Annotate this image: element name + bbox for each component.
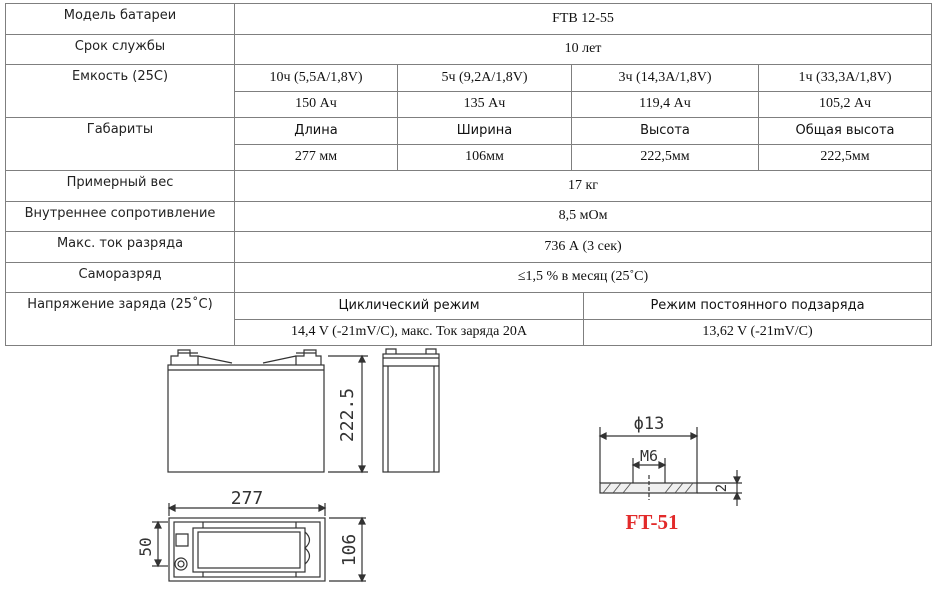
dimension-header: Ширина <box>397 117 572 145</box>
row-dimension-values: 277 мм 106мм 222,5мм 222,5мм <box>6 143 933 171</box>
resistance-value: 8,5 мОм <box>233 200 933 232</box>
length-dimension-label: 277 <box>231 488 264 509</box>
charge-value: 14,4 V (-21mV/C), макс. Ток заряда 20А <box>234 318 584 346</box>
dimension-header: Длина <box>234 117 398 145</box>
capacity-value: 105,2 Ач <box>757 90 933 118</box>
spec-table: Модель батареи FTB 12-55 Срок службы 10 … <box>5 3 933 346</box>
dimensions-label: Габариты <box>5 117 235 171</box>
row-resistance: Внутреннее сопротивление 8,5 мОм <box>5 200 933 232</box>
capacity-value: 135 Ач <box>397 90 572 118</box>
height-dimension-label: 222.5 <box>337 388 358 442</box>
terminal-detail <box>598 427 742 506</box>
self-discharge-value: ≤1,5 % в месяц (25˚С) <box>233 261 933 293</box>
row-charge-values: 14,4 V (-21mV/C), макс. Ток заряда 20А 1… <box>6 318 933 346</box>
row-dimension-headers: Габариты Длина Ширина Высота Общая высот… <box>5 117 933 171</box>
charge-mode: Режим постоянного подзаряда <box>582 292 933 320</box>
max-current-label: Макс. ток разряда <box>5 231 235 263</box>
battery-side-view <box>382 348 440 473</box>
row-capacity-values: 150 Ач 135 Ач 119,4 Ач 105,2 Ач <box>6 90 933 118</box>
charge-value: 13,62 V (-21mV/C) <box>582 318 933 346</box>
capacity-rate: 1ч (33,3А/1,8V) <box>757 64 933 92</box>
row-weight: Примерный вес 17 кг <box>5 170 933 202</box>
battery-front-view <box>167 349 325 473</box>
row-capacity-rates: Емкость (25С) 10ч (5,5А/1,8V) 5ч (9,2А/1… <box>5 64 933 118</box>
capacity-rate: 5ч (9,2А/1,8V) <box>397 64 572 92</box>
row-life: Срок службы 10 лет <box>5 33 933 65</box>
row-model: Модель батареи FTB 12-55 <box>5 3 933 35</box>
dimension-value: 106мм <box>397 143 572 171</box>
row-charge-modes: Напряжение заряда (25˚С) Циклический реж… <box>5 292 933 346</box>
width-dimension-label: 106 <box>339 534 360 567</box>
capacity-value: 119,4 Ач <box>571 90 759 118</box>
dimension-value: 222,5мм <box>571 143 759 171</box>
model-label: Модель батареи <box>5 3 235 35</box>
charge-label: Напряжение заряда (25˚С) <box>5 292 235 346</box>
battery-top-view <box>168 517 326 582</box>
resistance-label: Внутреннее сопротивление <box>5 200 235 232</box>
charge-mode: Циклический режим <box>234 292 584 320</box>
thread-label: M6 <box>640 447 658 465</box>
terminal-type-label: FT-51 <box>626 510 679 534</box>
row-self-discharge: Саморазряд ≤1,5 % в месяц (25˚С) <box>5 261 933 293</box>
dimension-header: Высота <box>571 117 759 145</box>
capacity-value: 150 Ач <box>234 90 398 118</box>
offset-dimension-label: 50 <box>136 537 155 556</box>
row-max-current: Макс. ток разряда 736 А (3 сек) <box>5 231 933 263</box>
capacity-rate: 3ч (14,3А/1,8V) <box>571 64 759 92</box>
life-value: 10 лет <box>233 33 933 65</box>
dimension-header: Общая высота <box>757 117 933 145</box>
model-value: FTB 12-55 <box>233 3 933 35</box>
terminal-height-label: 2 <box>714 484 730 492</box>
terminal-diameter-label: ϕ13 <box>634 414 665 434</box>
weight-value: 17 кг <box>233 170 933 202</box>
